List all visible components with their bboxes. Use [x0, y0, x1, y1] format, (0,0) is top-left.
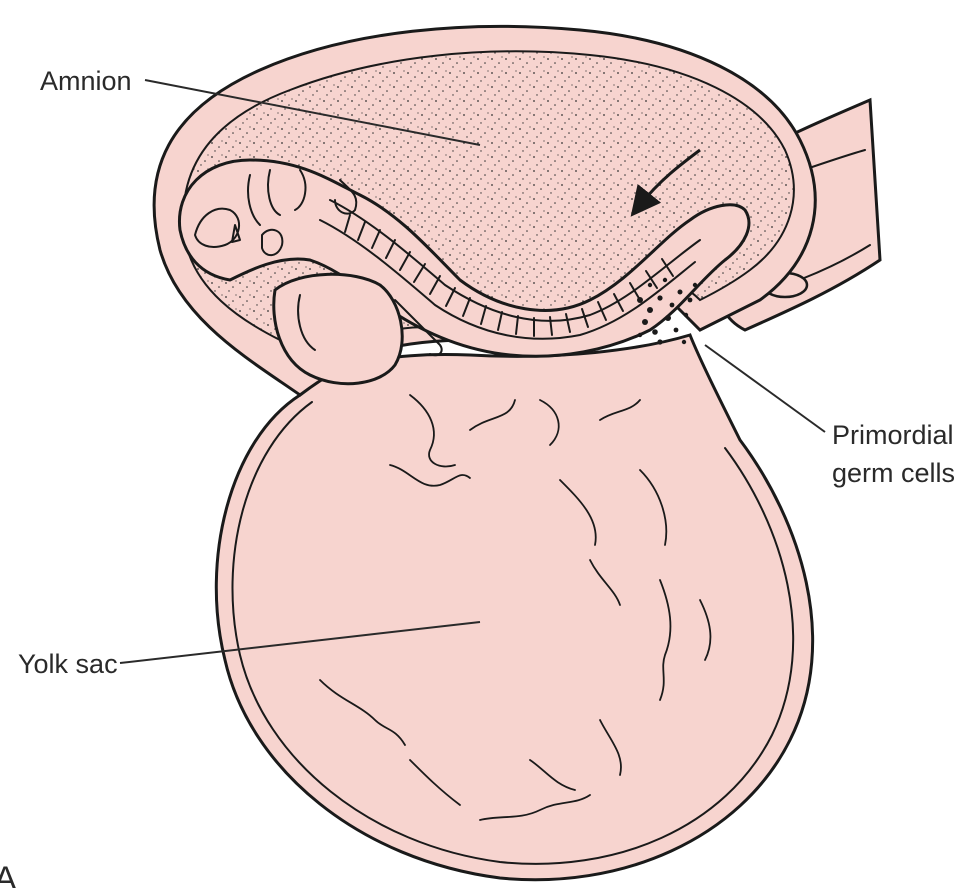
panel-letter: A — [0, 860, 17, 888]
yolk-sac-label: Yolk sac — [18, 649, 118, 679]
primordial-label-line1: Primordial — [832, 420, 954, 450]
primordial-label-line2: germ cells — [832, 458, 955, 488]
amnion-label: Amnion — [40, 66, 132, 96]
